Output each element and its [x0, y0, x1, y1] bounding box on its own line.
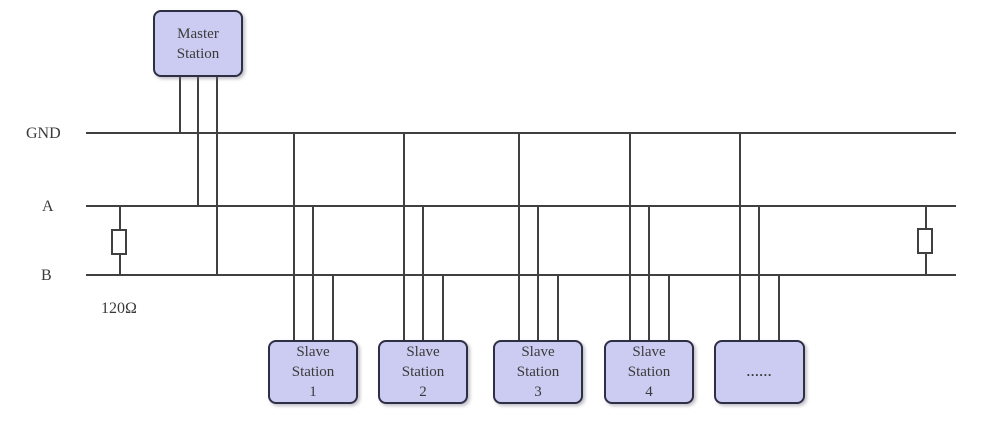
master-b-wire: [216, 76, 218, 276]
master-station-node: Master Station: [153, 10, 243, 77]
slave-station-4-node: Slave Station 4: [604, 340, 694, 404]
slave3-b-wire: [557, 274, 559, 340]
more-stations-label: ......: [746, 364, 773, 379]
slave-station-3-node: Slave Station 3: [493, 340, 583, 404]
slave-station-1-node: Slave Station 1: [268, 340, 358, 404]
slave-station-2-label-line1: Slave: [406, 344, 440, 360]
slave2-a-wire: [422, 205, 424, 340]
ellipsis-b-wire: [778, 274, 780, 340]
slave-station-4-label-line2: Station: [627, 364, 671, 380]
slave2-b-wire: [442, 274, 444, 340]
slave3-gnd-wire: [518, 132, 520, 340]
slave3-a-wire: [537, 205, 539, 340]
slave-station-3-label-line3: 3: [534, 384, 542, 400]
slave1-a-wire: [312, 205, 314, 340]
left-termination-resistor: [111, 229, 127, 255]
slave-station-2-label-line2: Station: [401, 364, 445, 380]
master-gnd-wire: [179, 76, 181, 134]
ellipsis-a-wire: [758, 205, 760, 340]
slave1-gnd-wire: [293, 132, 295, 340]
slave2-gnd-wire: [403, 132, 405, 340]
slave-station-1-label-line3: 1: [309, 384, 317, 400]
a-bus-line: [86, 205, 956, 207]
slave-station-4-label-line1: Slave: [632, 344, 666, 360]
slave4-gnd-wire: [629, 132, 631, 340]
a-bus-label: A: [42, 198, 54, 215]
slave1-b-wire: [332, 274, 334, 340]
master-station-label-line1: Master: [177, 25, 219, 42]
slave4-a-wire: [648, 205, 650, 340]
master-a-wire: [197, 76, 199, 207]
master-station-label-line2: Station: [176, 45, 220, 62]
slave-station-1-label-line1: Slave: [296, 344, 330, 360]
gnd-bus-label: GND: [26, 125, 61, 142]
slave-station-3-label-line1: Slave: [521, 344, 555, 360]
slave-station-2-label-line3: 2: [419, 384, 427, 400]
gnd-bus-line: [86, 132, 956, 134]
slave-station-1-label-line2: Station: [291, 364, 335, 380]
more-stations-node: ......: [714, 340, 805, 404]
termination-resistance-label: 120Ω: [101, 300, 137, 317]
slave-station-2-node: Slave Station 2: [378, 340, 468, 404]
slave4-b-wire: [668, 274, 670, 340]
right-termination-resistor: [917, 228, 933, 254]
slave-station-4-label-line3: 4: [645, 384, 653, 400]
b-bus-line: [86, 274, 956, 276]
b-bus-label: B: [41, 267, 52, 284]
ellipsis-gnd-wire: [739, 132, 741, 340]
slave-station-3-label-line2: Station: [516, 364, 560, 380]
